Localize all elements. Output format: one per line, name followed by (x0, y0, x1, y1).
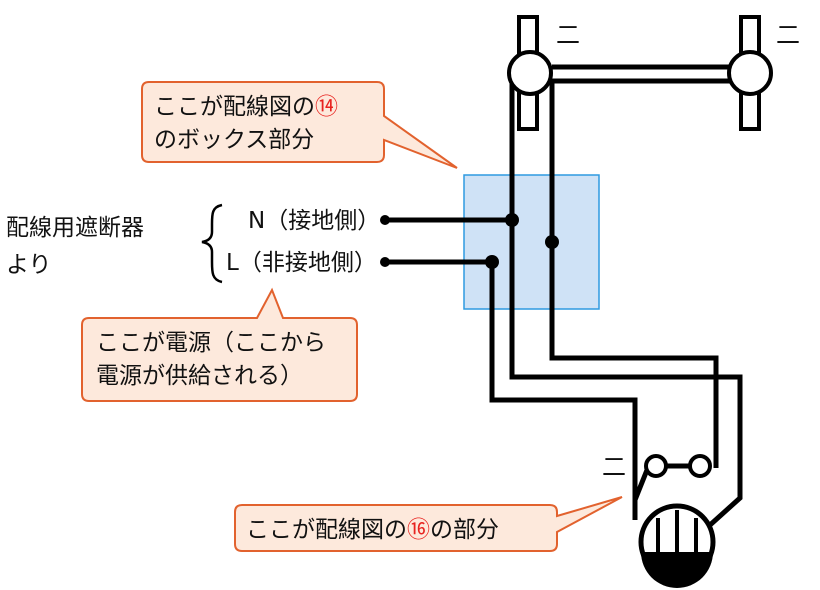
ni-symbol-top-right: 二 (776, 21, 800, 49)
ni-symbol-bottom: 二 (602, 453, 626, 481)
junction-dot-return (545, 235, 559, 249)
callout-box-shape (141, 81, 458, 169)
l-label: L（非接地側） (226, 250, 377, 276)
switch-drop (632, 469, 650, 501)
l-wire-to-switch (489, 262, 638, 520)
callout-source-line2: 電源が供給される） (96, 363, 303, 389)
junction-box (463, 174, 600, 310)
callout-lamp: ここが配線図の⑯の部分 (234, 496, 623, 552)
callout-box-line1-pre: ここが配線図の (154, 94, 315, 120)
light-left-bulb (507, 50, 553, 96)
switch-contact-left (644, 454, 668, 478)
switch-contact-right (688, 454, 712, 478)
callout-lamp-pre: ここが配線図の (246, 517, 407, 543)
n-wire-to-light (509, 80, 743, 527)
outlet-lamp (638, 503, 716, 588)
source-label-line1: 配線用遮断器 (6, 215, 144, 241)
terminal-dot-l (380, 257, 390, 267)
callout-lamp-post: の部分 (430, 517, 499, 543)
source-label-line2: より (6, 252, 52, 278)
ni-symbol-top-left: 二 (556, 21, 580, 49)
callout-source-shape (81, 287, 358, 402)
n-label: N（接地側） (248, 208, 380, 234)
wires (385, 64, 743, 527)
callout-source: ここが電源（ここから 電源が供給される） (81, 287, 358, 402)
callout-lamp-number: ⑯ (407, 517, 430, 543)
callout-lamp-shape (234, 496, 623, 552)
light-right-bulb (727, 50, 773, 96)
terminal-dot-n (380, 215, 390, 225)
source-brace (201, 203, 223, 284)
switch-return-wire (549, 80, 719, 468)
light-right (727, 15, 773, 131)
junction-dot-l (485, 255, 499, 269)
callout-box: ここが配線図の⑭ のボックス部分 (141, 81, 458, 169)
callout-source-line1: ここが電源（ここから (96, 330, 326, 356)
callout-box-number: ⑭ (315, 94, 338, 120)
switch (644, 454, 712, 478)
callout-box-line2: のボックス部分 (154, 127, 314, 153)
light-left (507, 15, 553, 131)
outlet-lamp-base (641, 552, 713, 588)
callout-box-line1: ここが配線図の⑭ (154, 94, 338, 120)
callout-lamp-text: ここが配線図の⑯の部分 (246, 517, 499, 543)
junction-dot-n (505, 213, 519, 227)
